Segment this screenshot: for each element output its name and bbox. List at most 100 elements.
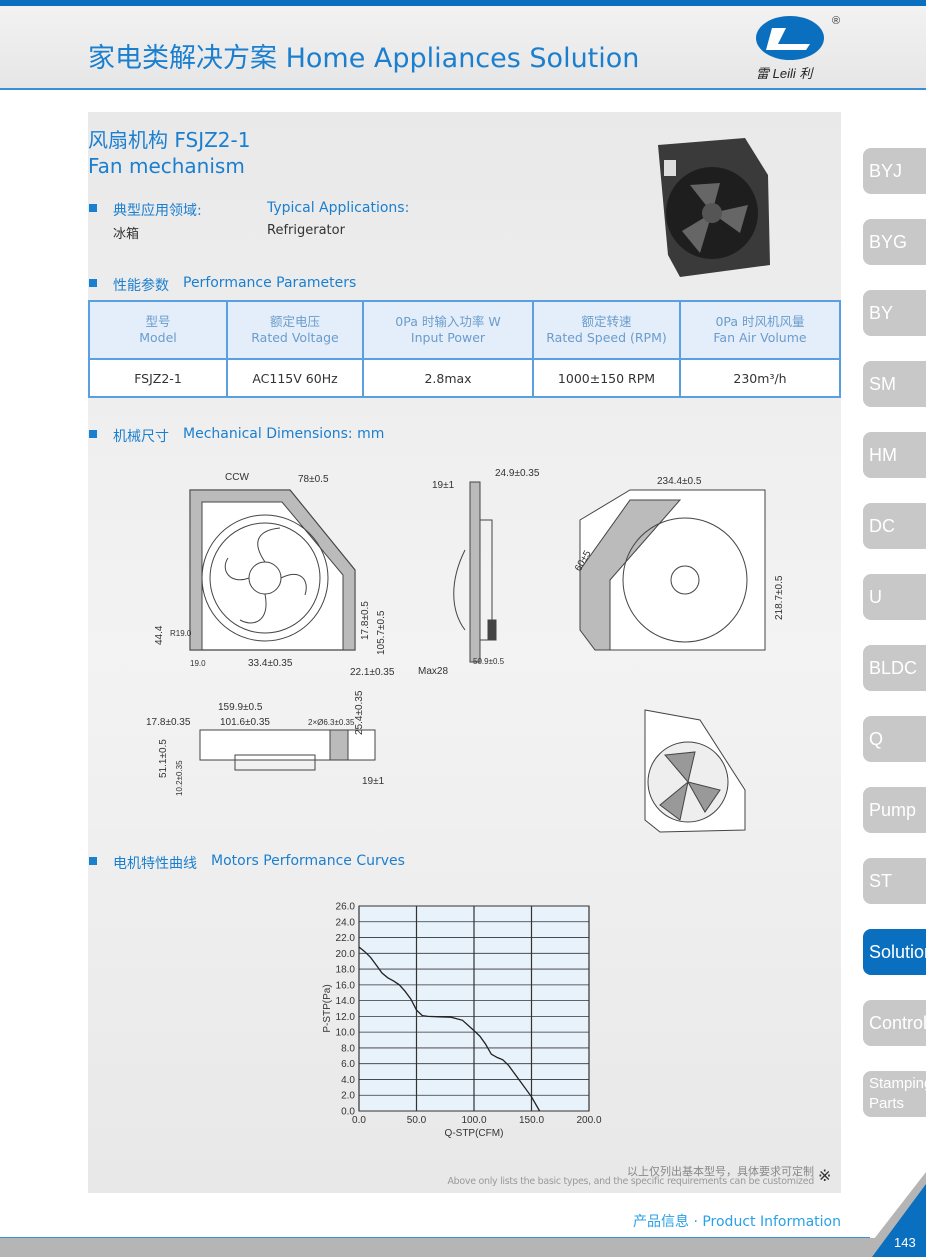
y-tick-label: 2.0	[341, 1091, 355, 1102]
dim-label: 22.1±0.35	[350, 667, 395, 678]
isometric-view-drawing	[644, 709, 746, 833]
x-tick-label: 200.0	[576, 1115, 601, 1126]
header-divider	[0, 88, 926, 90]
y-tick-label: 20.0	[336, 949, 356, 960]
y-tick-label: 4.0	[341, 1075, 355, 1086]
rear-view-drawing	[579, 489, 766, 651]
x-axis-label: Q-STP(CFM)	[445, 1128, 504, 1139]
side-tab-controller[interactable]: Controller	[863, 1000, 926, 1046]
dim-label: 19±1	[432, 480, 455, 491]
side-view-drawing	[453, 481, 497, 663]
curves-heading-cn: 电机特性曲线	[113, 856, 197, 872]
page-title: 家电类解决方案 Home Appliances Solution	[88, 43, 640, 74]
col-cn: 型号	[145, 314, 171, 329]
bottom-view-drawing	[199, 729, 376, 771]
col-cn: 0Pa 时风机风量	[715, 314, 805, 329]
cell-volume: 230m³/h	[679, 358, 841, 398]
applications-label-cn: 典型应用领域:	[113, 203, 202, 219]
dim-label: 159.9±0.5	[218, 702, 263, 713]
product-photo	[658, 138, 770, 277]
dim-label: 78±0.5	[298, 474, 329, 485]
y-tick-label: 22.0	[336, 933, 356, 944]
x-tick-label: 0.0	[352, 1115, 366, 1126]
col-cn: 0Pa 时输入功率 W	[395, 314, 501, 329]
reference-mark: ※	[818, 1166, 832, 1185]
dim-label: 234.4±0.5	[657, 476, 702, 487]
side-tab-stamping-parts[interactable]: Stamping Parts	[863, 1071, 926, 1117]
dim-label: 19.0	[190, 659, 206, 668]
dimensions-heading-cn: 机械尺寸	[113, 429, 169, 445]
dimensions-heading-en: Mechanical Dimensions: mm	[183, 426, 385, 442]
y-axis-label: P-STP(Pa)	[322, 984, 333, 1032]
series-line	[358, 946, 541, 1112]
x-tick-label: 150.0	[519, 1115, 544, 1126]
y-tick-label: 16.0	[336, 980, 356, 991]
side-tab-by[interactable]: BY	[863, 290, 926, 336]
side-tab-dc[interactable]: DC	[863, 503, 926, 549]
dim-label: 24.9±0.35	[495, 468, 540, 479]
performance-heading-cn: 性能参数	[113, 278, 169, 294]
page-corner: 143	[860, 1172, 926, 1257]
footer-label: 产品信息 · Product Information	[633, 1214, 841, 1230]
side-tab-pump[interactable]: Pump	[863, 787, 926, 833]
svg-text:雷 Leili 利: 雷 Leili 利	[756, 66, 814, 81]
y-tick-label: 18.0	[336, 965, 356, 976]
note-en: Above only lists the basic types, and th…	[447, 1176, 814, 1187]
side-tab-byg[interactable]: BYG	[863, 219, 926, 265]
dim-label: R19.0	[170, 629, 192, 638]
dim-label: 50.9±0.5	[473, 657, 505, 666]
svg-text:®: ®	[832, 15, 840, 27]
col-cn: 额定电压	[269, 314, 320, 329]
y-tick-label: 10.0	[336, 1028, 356, 1039]
top-bar	[0, 0, 926, 6]
page-number: 143	[894, 1235, 916, 1250]
side-tab-byj[interactable]: BYJ	[863, 148, 926, 194]
side-tab-solution[interactable]: Solution	[863, 929, 926, 975]
cell-speed: 1000±150 RPM	[532, 358, 681, 398]
product-title-cn: 风扇机构 FSJZ2-1	[88, 128, 251, 152]
bullet	[89, 279, 97, 287]
cell-model: FSJZ2-1	[88, 358, 228, 398]
side-tab-bldc[interactable]: BLDC	[863, 645, 926, 691]
dim-label: 17.8±0.5	[360, 601, 371, 640]
applications-value-en: Refrigerator	[267, 223, 345, 238]
y-tick-label: 8.0	[341, 1043, 355, 1054]
bullet	[89, 204, 97, 212]
applications-value-cn: 冰箱	[113, 227, 140, 242]
side-tab-sm[interactable]: SM	[863, 361, 926, 407]
y-tick-label: 26.0	[336, 902, 356, 913]
col-en: Fan Air Volume	[713, 330, 807, 345]
dim-label: 2×Ø6.3±0.35	[308, 718, 355, 727]
dim-label: 33.4±0.35	[248, 658, 293, 669]
applications-label-en: Typical Applications:	[267, 200, 410, 216]
side-tab-hm[interactable]: HM	[863, 432, 926, 478]
leili-logo: ® 雷 Leili 利	[756, 15, 840, 81]
y-tick-label: 0.0	[341, 1107, 355, 1118]
side-tab-st[interactable]: ST	[863, 858, 926, 904]
note-cn: 以上仅列出基本型号，具体要求可定制	[627, 1165, 814, 1178]
performance-heading-en: Performance Parameters	[183, 275, 357, 291]
dim-label: 218.7±0.5	[774, 575, 785, 620]
table-row: FSJZ2-1 AC115V 60Hz 2.8max 1000±150 RPM …	[88, 358, 841, 398]
side-tab-u[interactable]: U	[863, 574, 926, 620]
cell-voltage: AC115V 60Hz	[226, 358, 364, 398]
curves-heading-en: Motors Performance Curves	[211, 853, 405, 869]
footer-bar	[0, 1238, 926, 1257]
col-en: Model	[139, 330, 177, 345]
col-en: Rated Speed (RPM)	[546, 330, 667, 345]
mechanical-drawings: CCW 78±0.5 44.4 R19.0 19.0 33.4±0.35 17.…	[146, 468, 785, 833]
col-en: Rated Voltage	[251, 330, 339, 345]
dim-label: 51.1±0.5	[158, 739, 169, 778]
side-tab-q[interactable]: Q	[863, 716, 926, 762]
x-tick-label: 100.0	[461, 1115, 486, 1126]
dim-label: 105.7±0.5	[376, 610, 387, 655]
bullet	[89, 857, 97, 865]
dim-label: 44.4	[154, 625, 165, 645]
col-cn: 额定转速	[581, 314, 632, 329]
front-view-drawing	[189, 489, 356, 651]
